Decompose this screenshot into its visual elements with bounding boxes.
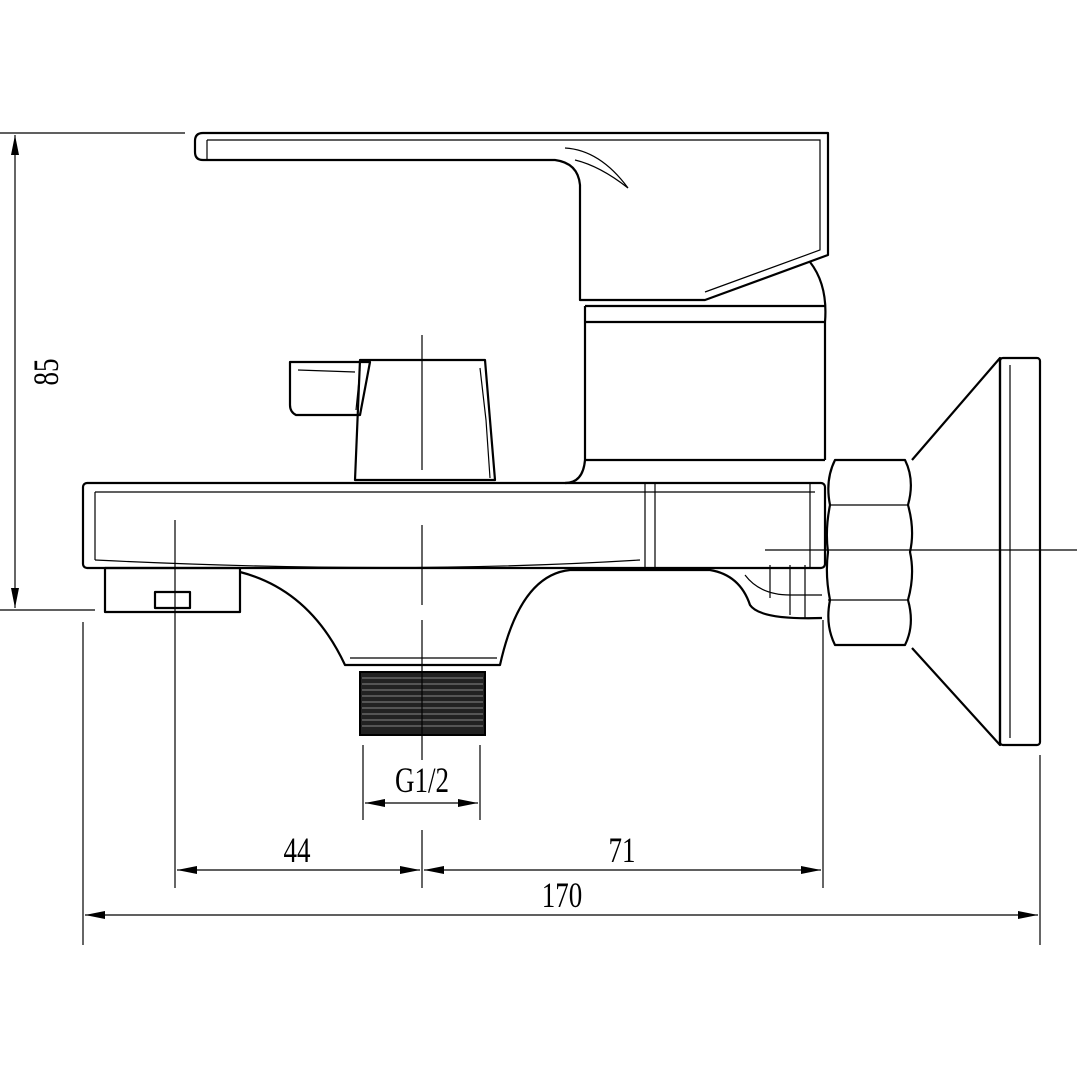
height-label: 85 xyxy=(26,359,66,386)
hex-nut xyxy=(825,458,914,647)
offset-dimensions: 44 71 xyxy=(174,620,824,888)
center-lines xyxy=(174,335,1077,760)
height-dimension: 85 xyxy=(0,132,185,611)
left-offset-label: 44 xyxy=(284,830,311,870)
thread-dimension: G1/2 xyxy=(362,745,481,820)
lever-handle xyxy=(193,131,830,302)
spout-body xyxy=(81,481,827,667)
total-length-dimension: 170 xyxy=(82,622,1041,945)
thread-label: G1/2 xyxy=(395,760,449,800)
cartridge-body xyxy=(564,261,827,485)
wall-flange xyxy=(911,356,1042,747)
right-offset-label: 71 xyxy=(609,830,636,870)
diverter-knob xyxy=(288,358,497,482)
total-length-label: 170 xyxy=(542,875,582,915)
